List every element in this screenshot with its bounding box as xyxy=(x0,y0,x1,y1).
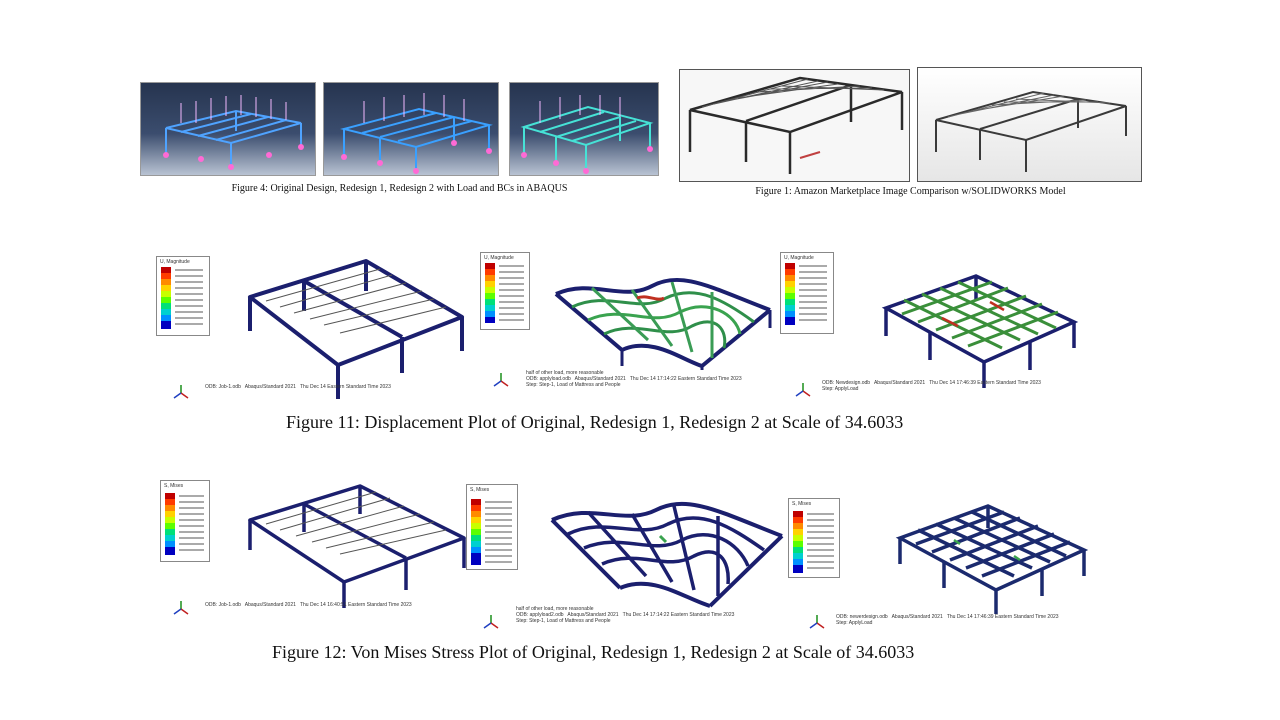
legend-title: S, Mises xyxy=(792,501,812,507)
stress-legend-original: S, Mises xyxy=(160,480,210,562)
axis-triad-icon xyxy=(482,614,500,632)
abaqus-redesign2-image xyxy=(509,82,659,176)
legend-title: S, Mises xyxy=(164,483,184,489)
displacement-legend-redesign2: U, Magnitude xyxy=(780,252,834,334)
displacement-plot-redesign1 xyxy=(552,258,774,370)
stress-plot-redesign1 xyxy=(548,480,786,610)
axis-triad-icon xyxy=(808,614,826,632)
figure1-caption: Figure 1: Amazon Marketplace Image Compa… xyxy=(755,186,1066,197)
displacement-legend-original: U, Magnitude xyxy=(156,256,210,336)
plot-info-text: ODB: Job-1.odb Abaqus/Standard 2021 Thu … xyxy=(205,602,412,608)
stress-plot-original xyxy=(240,480,470,610)
legend-title: S, Mises xyxy=(470,487,490,493)
abaqus-original-image xyxy=(140,82,316,176)
stress-legend-redesign2: S, Mises xyxy=(788,498,840,578)
plot-info-text: ODB: newerdesign.odb Abaqus/Standard 202… xyxy=(836,614,1059,626)
figure11-caption: Figure 11: Displacement Plot of Original… xyxy=(286,412,904,432)
legend-title: U, Magnitude xyxy=(160,259,190,265)
stress-legend-redesign1: S, Mises xyxy=(466,484,518,570)
legend-title: U, Magnitude xyxy=(484,255,514,261)
plot-info-text: ODB: Job-1.odb Abaqus/Standard 2021 Thu … xyxy=(205,384,391,390)
solidworks-model-image xyxy=(917,67,1142,182)
displacement-plot-original xyxy=(236,255,466,401)
plot-info-text: ODB: Newdesign.odb Abaqus/Standard 2021 … xyxy=(822,380,1041,392)
stress-plot-redesign2 xyxy=(894,500,1090,616)
axis-triad-icon xyxy=(492,372,510,390)
displacement-plot-redesign2 xyxy=(880,270,1080,390)
displacement-legend-redesign1: U, Magnitude xyxy=(480,252,530,330)
abaqus-redesign1-image xyxy=(323,82,499,176)
figure12-caption: Figure 12: Von Mises Stress Plot of Orig… xyxy=(272,642,915,662)
axis-triad-icon xyxy=(172,600,190,618)
amazon-product-image xyxy=(679,69,910,182)
legend-title: U, Magnitude xyxy=(784,255,814,261)
figure4-caption: Figure 4: Original Design, Redesign 1, R… xyxy=(231,183,568,194)
axis-triad-icon xyxy=(794,382,812,400)
axis-triad-icon xyxy=(172,384,190,402)
